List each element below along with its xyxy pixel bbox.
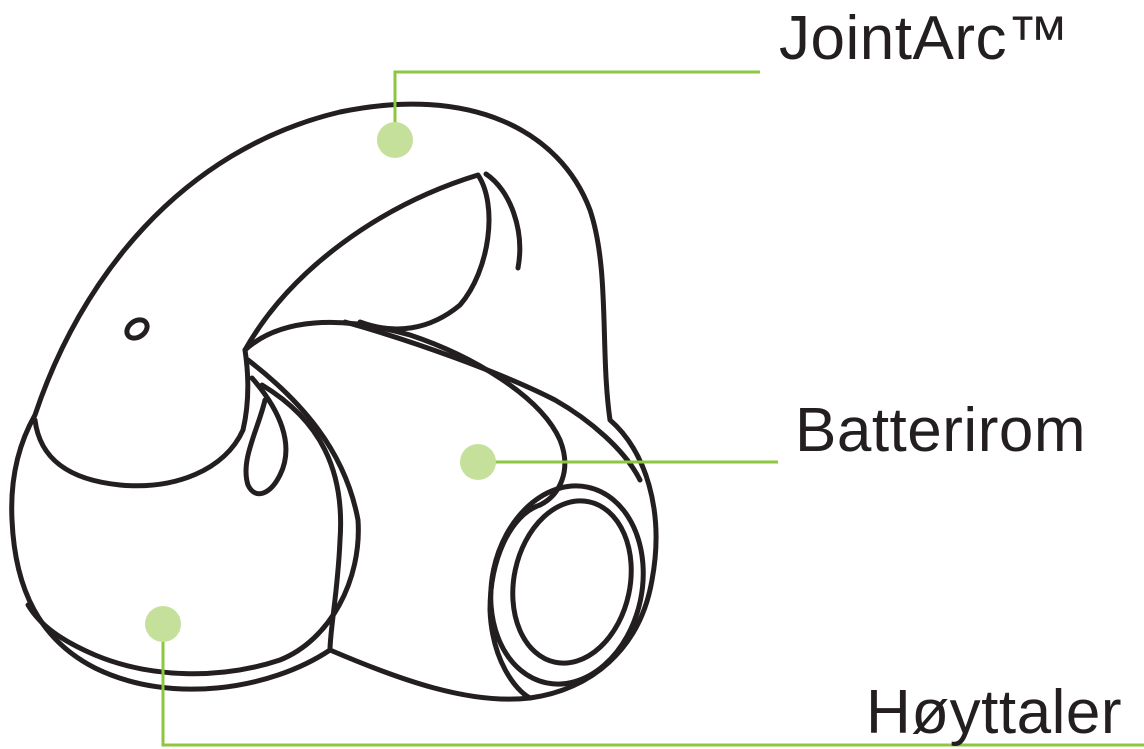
- battery-top-band-inner: [342, 319, 643, 483]
- earbud-outer-outline: [9, 101, 659, 702]
- speaker-pod: [25, 357, 361, 677]
- speaker-lip: [32, 347, 251, 489]
- battery-cap-inner: [510, 498, 634, 666]
- battery-body-side: [259, 382, 344, 653]
- jointarc-marker-dot: [377, 122, 413, 158]
- speaker-marker-dot: [145, 606, 181, 642]
- battery-compartment-label: Batterirom: [795, 396, 1086, 465]
- earbud-illustration: [9, 101, 659, 702]
- marker-dots: [145, 122, 496, 642]
- speaker-leader-line: [161, 624, 1144, 747]
- arc-inner-tail: [483, 171, 523, 271]
- speaker-label: Høyttaler: [866, 678, 1122, 747]
- jointarc-leader-line: [393, 70, 760, 140]
- leader-lines: [161, 70, 1144, 747]
- jointarc-label: JointArc™: [779, 4, 1070, 73]
- battery-marker-dot: [460, 444, 496, 480]
- arc-hole: [124, 317, 150, 341]
- battery-cap-rim: [488, 483, 646, 687]
- arc-inner-edge: [242, 172, 492, 353]
- battery-top-band: [242, 319, 568, 508]
- speaker-pod-ridge: [243, 375, 289, 497]
